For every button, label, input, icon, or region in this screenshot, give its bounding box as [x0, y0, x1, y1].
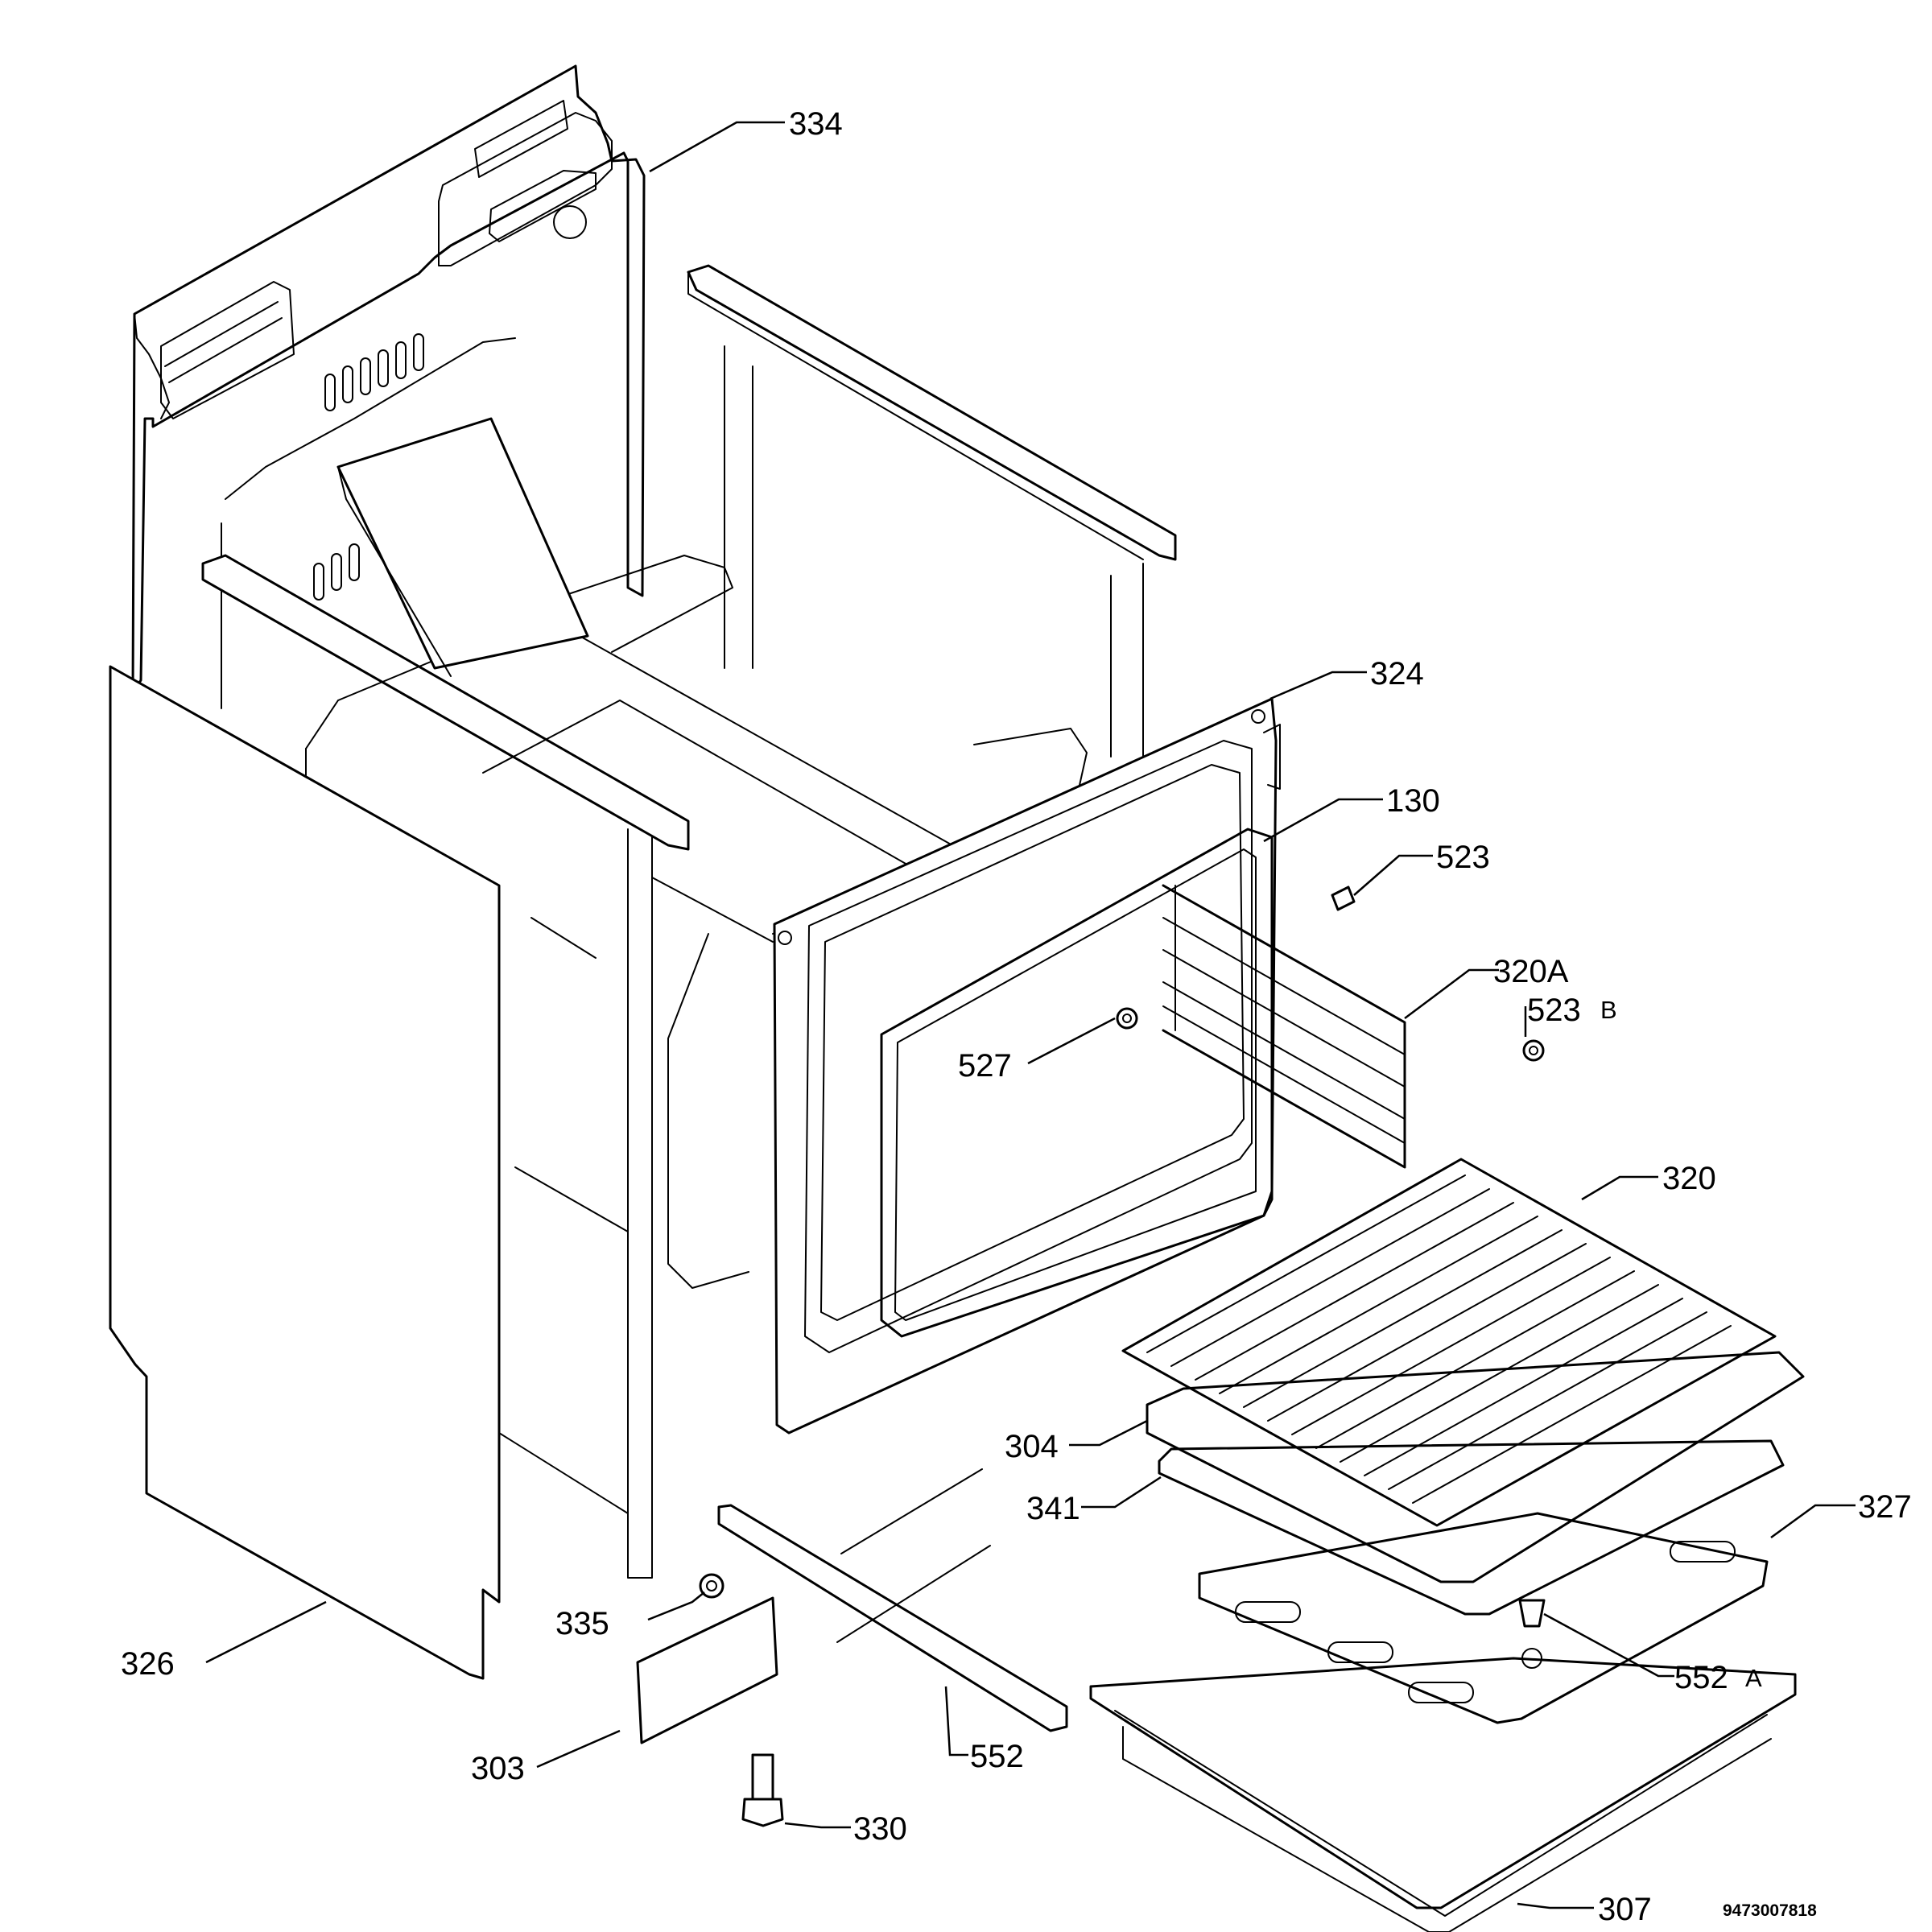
- callout-523B: 523: [1527, 993, 1581, 1028]
- callout-327: 327: [1858, 1489, 1912, 1525]
- callout-523: 523: [1436, 840, 1490, 875]
- wire-shelf-320: [1121, 1158, 1777, 1527]
- top-rail-right: [687, 264, 1177, 758]
- callout-552A: 552: [1674, 1660, 1728, 1695]
- vent-slots-upper: [324, 333, 424, 411]
- callout-341: 341: [1026, 1491, 1080, 1526]
- trim-strip-303: [636, 1468, 991, 1744]
- callout-523B-suffix: B: [1600, 996, 1617, 1024]
- baking-tray-304: [1146, 1351, 1805, 1583]
- callout-334: 334: [789, 106, 843, 142]
- door-gasket-130: [880, 828, 1274, 1338]
- callout-326: 326: [121, 1646, 175, 1682]
- drip-pan-307: [1089, 1657, 1797, 1932]
- front-frame-324: [773, 697, 1281, 1435]
- callout-307: 307: [1598, 1892, 1652, 1927]
- back-panel-334: [131, 64, 646, 709]
- oven-cavity: [289, 417, 1088, 1514]
- leader-lines: [205, 121, 1856, 1909]
- nut-523B: [1522, 1039, 1545, 1062]
- callout-552A-suffix: A: [1745, 1664, 1762, 1692]
- callout-324: 324: [1370, 656, 1424, 691]
- callout-304: 304: [1005, 1429, 1059, 1464]
- callout-130: 130: [1386, 783, 1440, 819]
- callout-303: 303: [471, 1751, 525, 1786]
- vent-slots-lower: [313, 543, 360, 601]
- bolt-330: [741, 1753, 784, 1827]
- screw-523: [1331, 886, 1356, 911]
- callout-527: 527: [958, 1048, 1012, 1084]
- fastener-335: [699, 1573, 724, 1599]
- tray-341: [1158, 1439, 1785, 1616]
- top-rail-left: [201, 554, 690, 1579]
- callout-552: 552: [970, 1739, 1024, 1774]
- reference-number: 9473007818: [1723, 1901, 1817, 1920]
- side-panel-326: [109, 665, 501, 1680]
- callout-335: 335: [555, 1606, 609, 1641]
- callout-320: 320: [1662, 1161, 1716, 1196]
- callout-labels: 334 324 130 523 320A 523 B 527 320 304 3…: [121, 106, 1912, 1927]
- side-rack-320A: [1162, 884, 1406, 1169]
- callout-320A: 320A: [1493, 954, 1569, 989]
- rail-552: [717, 1504, 1068, 1732]
- callout-330: 330: [853, 1811, 907, 1847]
- nut-527: [1116, 1007, 1138, 1030]
- bottom-plate-327: [1198, 1512, 1769, 1724]
